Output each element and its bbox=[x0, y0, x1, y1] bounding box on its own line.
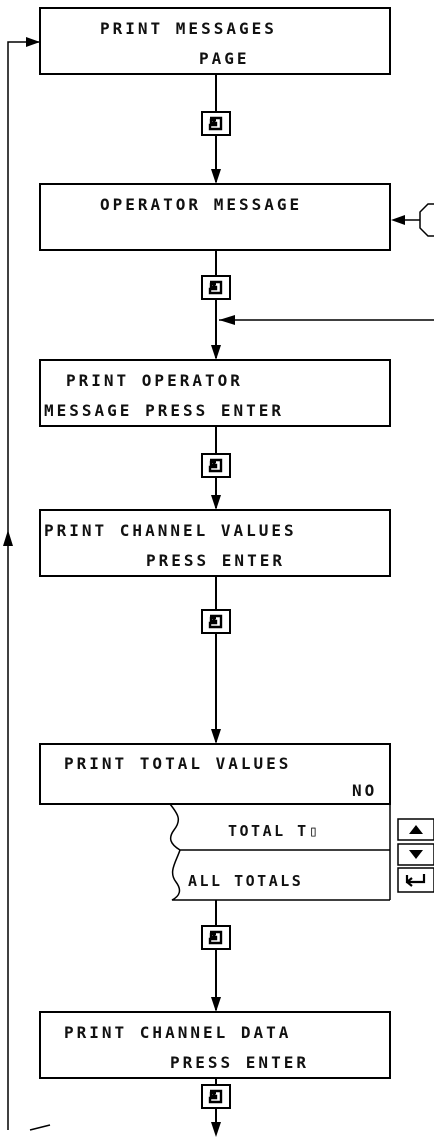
screen-print-messages-page[interactable]: PRINT MESSAGES PAGE bbox=[39, 7, 391, 75]
external-entry-line bbox=[219, 315, 434, 325]
up-arrow-key[interactable] bbox=[397, 818, 434, 841]
screen-line: PAGE bbox=[199, 49, 250, 68]
up-arrow-icon bbox=[409, 825, 423, 834]
screen-line: PRESS ENTER bbox=[146, 551, 285, 570]
screen-print-channel-values[interactable]: PRINT CHANNEL VALUES PRESS ENTER bbox=[39, 509, 391, 577]
flow-arrowhead bbox=[211, 169, 221, 184]
enter-key-icon[interactable] bbox=[200, 608, 232, 635]
screen-line: PRINT TOTAL VALUES bbox=[64, 754, 291, 773]
screen-line: NO bbox=[352, 781, 377, 800]
loop-up-arrowhead bbox=[3, 530, 13, 546]
screen-line: PRINT CHANNEL VALUES bbox=[44, 521, 297, 540]
screen-line: PRINT MESSAGES bbox=[100, 19, 277, 38]
screen-line: PRINT CHANNEL DATA bbox=[64, 1023, 291, 1042]
screen-print-total-values[interactable]: PRINT TOTAL VALUES NO bbox=[39, 743, 391, 805]
enter-key-icon[interactable] bbox=[200, 1083, 232, 1110]
feedback-loop-line bbox=[3, 37, 51, 1131]
screen-print-channel-data[interactable]: PRINT CHANNEL DATA PRESS ENTER bbox=[39, 1011, 391, 1079]
screen-line: OPERATOR MESSAGE bbox=[100, 195, 302, 214]
option-all-totals[interactable]: ALL TOTALS bbox=[188, 872, 303, 890]
enter-key-icon[interactable] bbox=[200, 110, 232, 137]
flow-arrowhead bbox=[211, 495, 221, 510]
loop-return-arrowhead bbox=[26, 37, 40, 47]
option-total-t[interactable]: TOTAL T▯ bbox=[228, 822, 320, 840]
flow-arrowhead bbox=[211, 997, 221, 1012]
return-icon bbox=[405, 874, 426, 887]
enter-key-icon[interactable] bbox=[200, 274, 232, 301]
screen-print-operator-message[interactable]: PRINT OPERATOR MESSAGE PRESS ENTER bbox=[39, 359, 391, 427]
external-entry-bracket bbox=[391, 203, 434, 237]
screen-operator-message[interactable]: OPERATOR MESSAGE bbox=[39, 183, 391, 251]
enter-key-icon[interactable] bbox=[200, 924, 232, 951]
total-options-panel bbox=[169, 803, 391, 901]
down-arrow-icon bbox=[409, 850, 423, 859]
return-key[interactable] bbox=[397, 867, 434, 893]
down-arrow-key[interactable] bbox=[397, 843, 434, 866]
screen-line: PRINT OPERATOR bbox=[66, 371, 243, 390]
enter-key-icon[interactable] bbox=[200, 452, 232, 479]
screen-line: MESSAGE PRESS ENTER bbox=[44, 401, 284, 420]
screen-line: PRESS ENTER bbox=[170, 1053, 309, 1072]
flow-arrowhead bbox=[211, 729, 221, 744]
flow-arrowhead bbox=[211, 1122, 221, 1137]
flow-arrowhead bbox=[211, 345, 221, 360]
